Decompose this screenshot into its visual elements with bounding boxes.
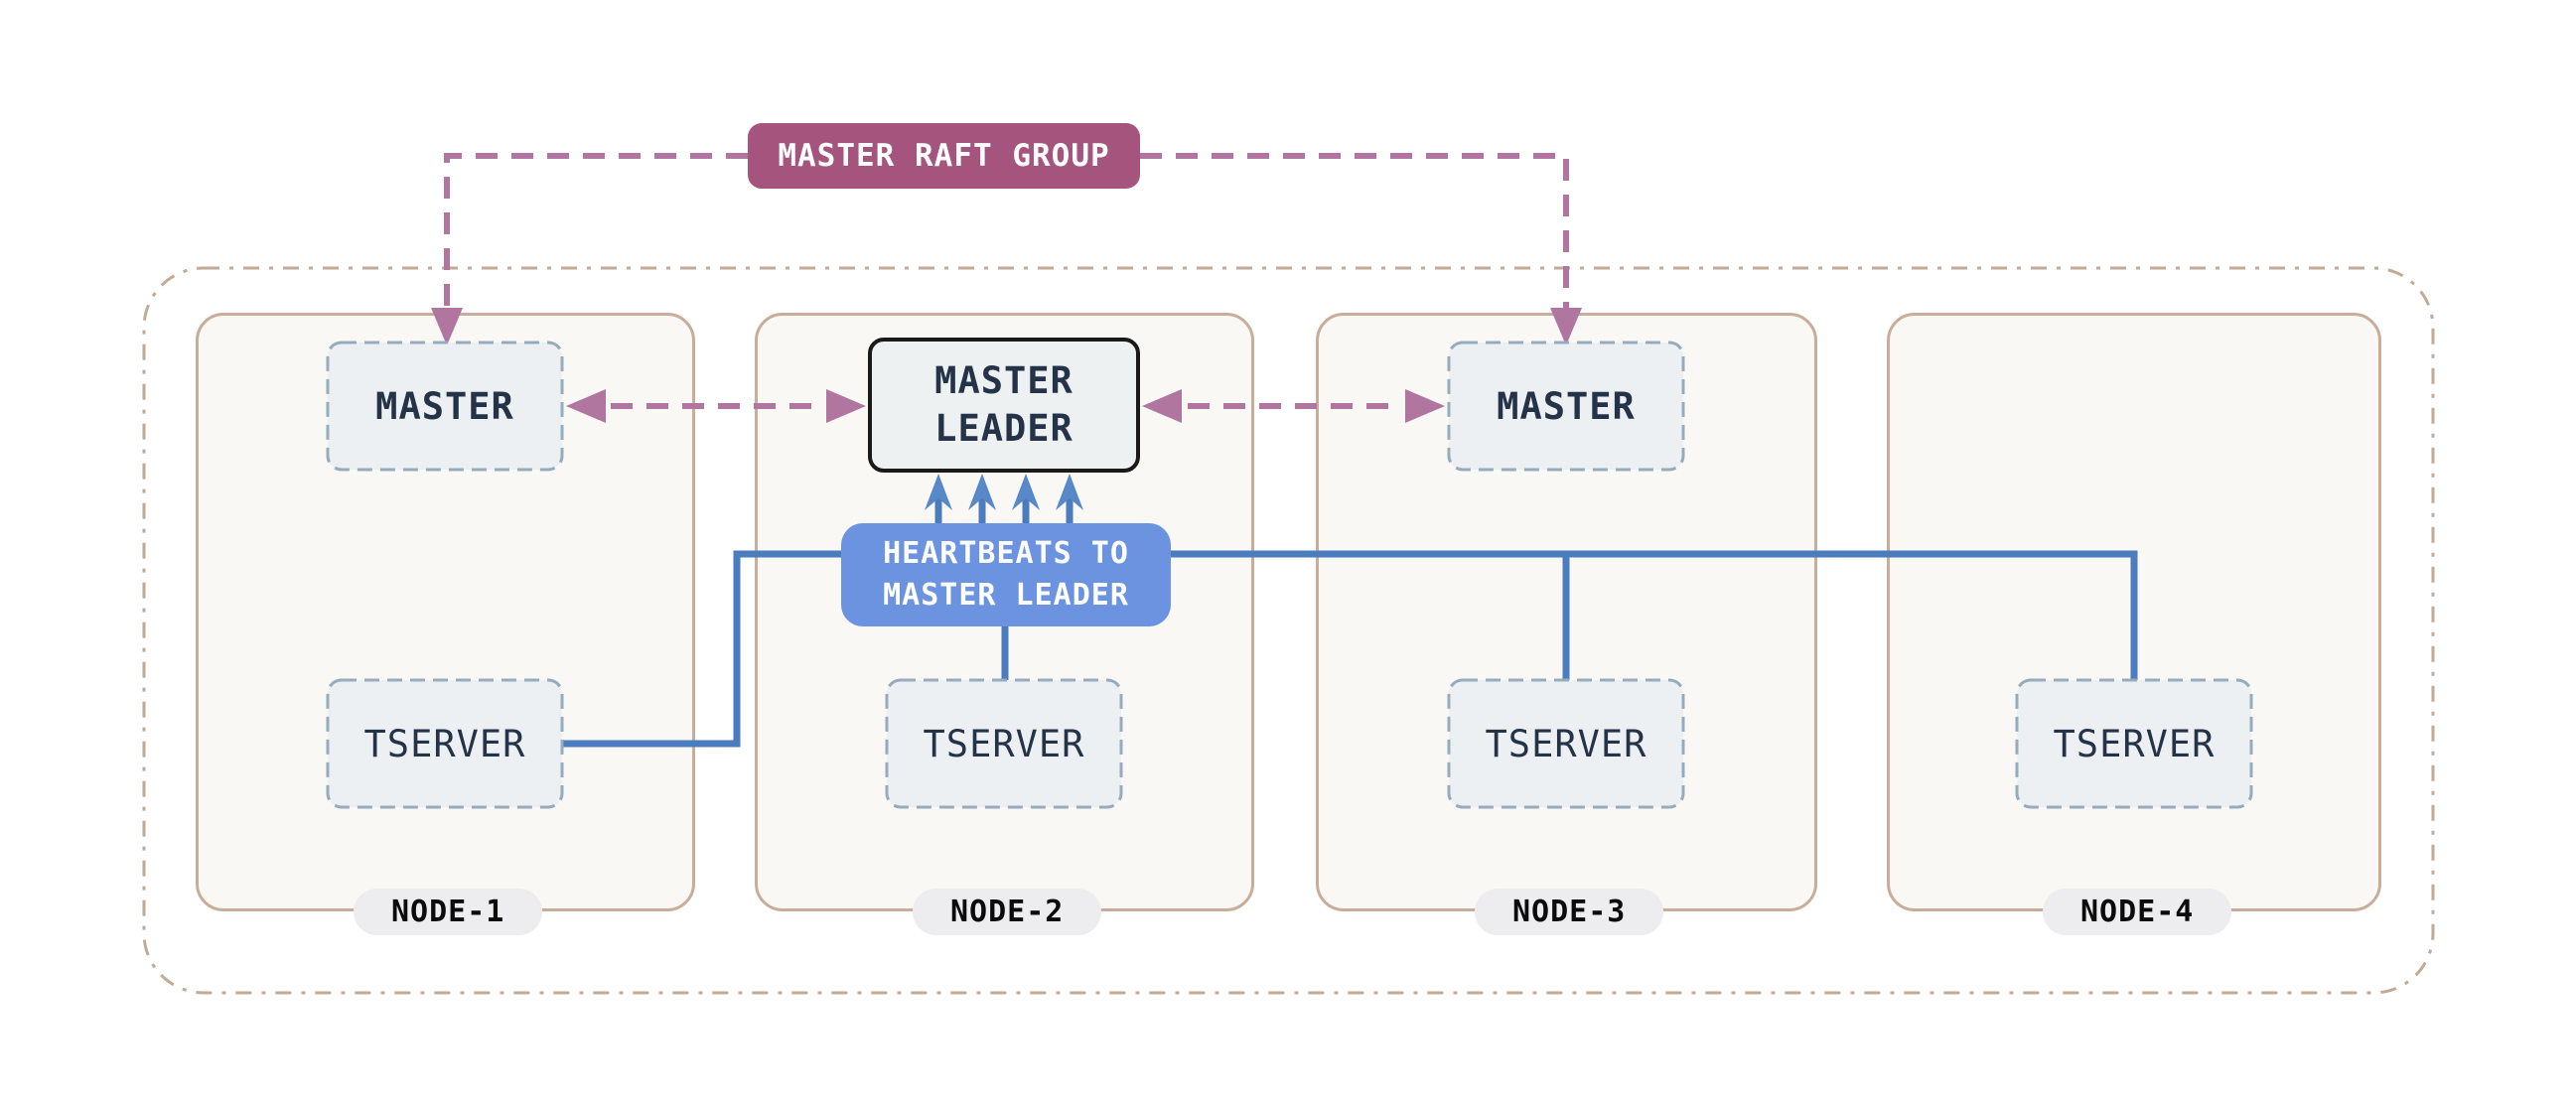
tserver-3-box-outline [1447,678,1685,809]
tserver-2-label: TSERVER [923,722,1085,765]
tserver-4-box-outline [2015,678,2253,809]
master-3-label: MASTER [1497,384,1636,428]
heartbeat-arrowhead-2 [968,474,996,510]
heartbeat-arrowhead-3 [1012,474,1040,510]
raft-link-to-master-3 [1140,153,1569,331]
arrowhead-down-master-3 [1550,308,1582,345]
master-3-box-outline [1447,341,1685,472]
node-3-label-pill: NODE-3 [1475,889,1664,935]
heartbeats-badge: HEARTBEATS TO MASTER LEADER [841,523,1171,626]
cluster-boundary [142,266,2435,995]
heartbeats-label-line1: HEARTBEATS TO [883,536,1129,571]
heartbeat-line-tserver-1 [562,550,841,748]
master-leader-box-outline [868,338,1140,473]
heartbeat-lines [562,488,2138,748]
heartbeat-arrowheads [925,474,1083,510]
master-leader-label: MASTER LEADER [934,359,1073,450]
arrowhead-left-leader [1142,389,1182,423]
tserver-1-box-outline [326,678,564,809]
raft-link-to-master-1 [444,153,748,331]
heartbeat-line-tserver-4 [1171,550,2138,680]
component-boxes [326,341,2253,809]
node-1-label-pill: NODE-1 [354,889,543,935]
master-1-box-outline [326,341,564,472]
tserver-4-label: TSERVER [2053,722,2216,765]
heartbeat-arrow-stems [934,488,1073,527]
raft-group-dashed-links [444,153,1569,409]
tserver-2-box-outline [885,678,1123,809]
heartbeats-label-line2: MASTER LEADER [883,578,1129,613]
heartbeat-arrowhead-1 [925,474,952,510]
tserver-1-label: TSERVER [363,722,526,765]
master-raft-group-label: MASTER RAFT GROUP [778,138,1110,174]
heartbeat-arrowhead-4 [1056,474,1083,510]
master-raft-group-badge: MASTER RAFT GROUP [748,123,1140,189]
node-2-label-pill: NODE-2 [913,889,1102,935]
master-1-label: MASTER [375,384,514,428]
node-4-label-pill: NODE-4 [2043,889,2232,935]
arrowhead-right-master-3 [1405,389,1445,423]
raft-arrowheads [431,308,1582,423]
arrowhead-down-master-1 [431,308,463,345]
tserver-3-label: TSERVER [1485,722,1647,765]
arrowhead-right-leader [826,389,866,423]
arrowhead-left-master-1 [566,389,606,423]
